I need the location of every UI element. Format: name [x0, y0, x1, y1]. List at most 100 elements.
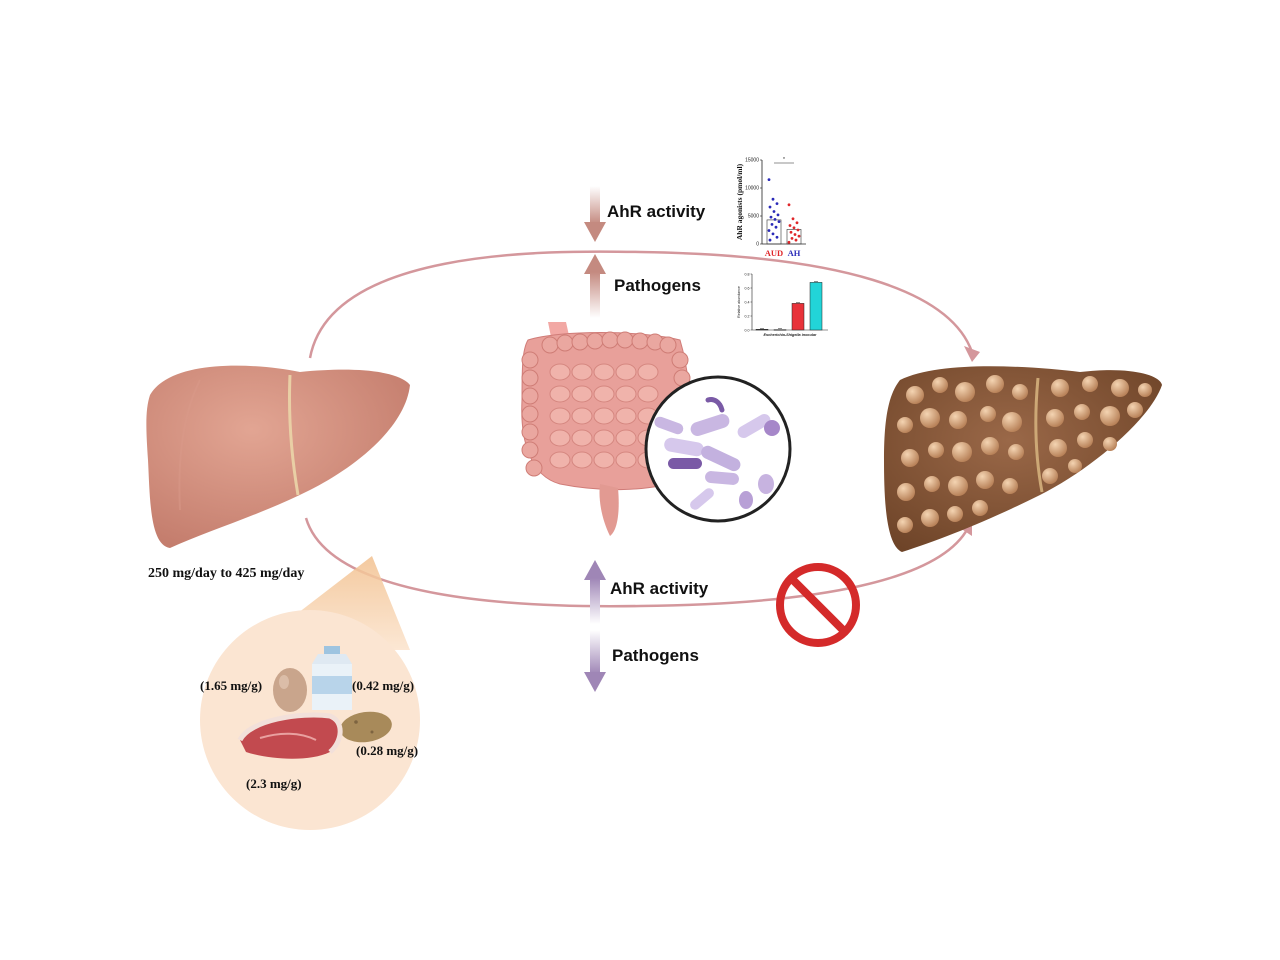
data-point: [796, 228, 800, 232]
nodule: [981, 437, 999, 455]
data-point: [774, 225, 778, 229]
arrow-ahr-down-top: [584, 186, 606, 242]
small-intestine-loop: [615, 429, 637, 447]
colon-segment: [521, 369, 539, 387]
arrow-pathogens-up-top: [584, 254, 606, 318]
colon-segment: [671, 351, 689, 369]
category-label: AUD: [765, 248, 783, 258]
small-intestine-loop: [593, 385, 615, 403]
y-tick-label: 0.0: [745, 328, 750, 332]
cycle-arc-top: [308, 250, 974, 359]
small-intestine-loop: [571, 429, 593, 447]
data-point: [787, 240, 791, 244]
small-intestine-loop: [593, 407, 615, 425]
potato-dose-label: (0.28 mg/g): [356, 743, 419, 758]
y-axis-label: Relative abundance: [737, 286, 741, 318]
colon-segment: [571, 333, 589, 351]
data-point: [767, 178, 771, 182]
nodule: [897, 517, 913, 533]
colon-segment: [521, 387, 539, 405]
nodule: [1002, 478, 1018, 494]
nodule: [928, 442, 944, 458]
mean-bar: [786, 229, 802, 245]
milk-dose-label: (0.42 mg/g): [352, 678, 415, 693]
nodule: [1111, 379, 1129, 397]
data-point: [797, 234, 801, 238]
colon-segment: [631, 332, 649, 350]
data-point: [775, 202, 779, 206]
bar: [755, 329, 769, 331]
small-intestine-loop: [571, 385, 593, 403]
nodule: [1077, 432, 1093, 448]
small-intestine-loop: [593, 451, 615, 469]
ahr-activity-top-label: AhR activity: [607, 202, 706, 221]
small-intestine-loop: [637, 363, 659, 381]
x-axis-label: Escherichia-Shigella inocular: [764, 333, 817, 337]
data-point: [795, 221, 799, 225]
egg-icon: [273, 668, 307, 712]
small-intestine-loop: [571, 451, 593, 469]
data-point: [772, 210, 776, 213]
colon-segment: [521, 405, 539, 423]
data-point: [788, 224, 792, 227]
y-tick-label: 15000: [745, 158, 759, 164]
colon-segment: [541, 336, 559, 354]
small-intestine-loop: [571, 363, 593, 381]
colon-segment: [525, 459, 543, 477]
nodule: [949, 411, 967, 429]
nodule: [1068, 459, 1082, 473]
cycle-arrowhead-top: [964, 346, 980, 362]
nodule: [1100, 406, 1120, 426]
steak-icon: [237, 712, 343, 759]
y-tick-label: 0.4: [745, 300, 750, 304]
nodule: [920, 408, 940, 428]
y-axis-label: AhR agonists (pmol/ml): [735, 163, 744, 240]
nodule: [986, 375, 1004, 393]
nodule: [1042, 468, 1058, 484]
colon-segment: [659, 336, 677, 354]
bar: [809, 282, 823, 331]
significance-marker: *: [783, 157, 785, 163]
arrow-pathogens-down-bottom: [584, 630, 606, 692]
diseased-liver-icon: [884, 366, 1162, 552]
data-point: [777, 220, 781, 224]
colon-segment: [521, 441, 539, 459]
egg-dose-label: (1.65 mg/g): [200, 678, 263, 693]
data-point: [767, 229, 771, 232]
nodule: [1138, 383, 1152, 397]
data-point: [771, 232, 775, 236]
data-point: [771, 197, 775, 201]
small-intestine-loop: [615, 407, 637, 425]
nodule: [921, 509, 939, 527]
bar: [773, 329, 787, 331]
colon-segment: [521, 423, 539, 441]
small-intestine-loop: [593, 363, 615, 381]
nodule: [932, 377, 948, 393]
small-intestine-loop: [549, 429, 571, 447]
nodule: [952, 442, 972, 462]
nodule: [976, 471, 994, 489]
y-tick-label: 0: [756, 242, 759, 248]
potato-icon: [340, 711, 392, 743]
nodule: [1082, 376, 1098, 392]
bar: [791, 303, 805, 331]
small-intestine-loop: [549, 407, 571, 425]
colon-segment: [586, 332, 604, 350]
data-point: [791, 217, 795, 221]
meat-dose-label: (2.3 mg/g): [246, 776, 302, 791]
nodule: [1002, 412, 1022, 432]
y-tick-label: 0.8: [745, 272, 750, 276]
nodule: [897, 417, 913, 433]
nodule: [1008, 444, 1024, 460]
data-point: [787, 203, 791, 207]
ahr-activity-bottom-label: AhR activity: [610, 579, 709, 598]
nodule: [897, 483, 915, 501]
small-intestine-loop: [571, 407, 593, 425]
data-point: [768, 205, 772, 209]
data-point: [770, 223, 774, 226]
small-intestine-loop: [615, 385, 637, 403]
data-point: [769, 215, 773, 219]
data-point: [776, 213, 780, 217]
category-label: AH: [788, 248, 801, 258]
